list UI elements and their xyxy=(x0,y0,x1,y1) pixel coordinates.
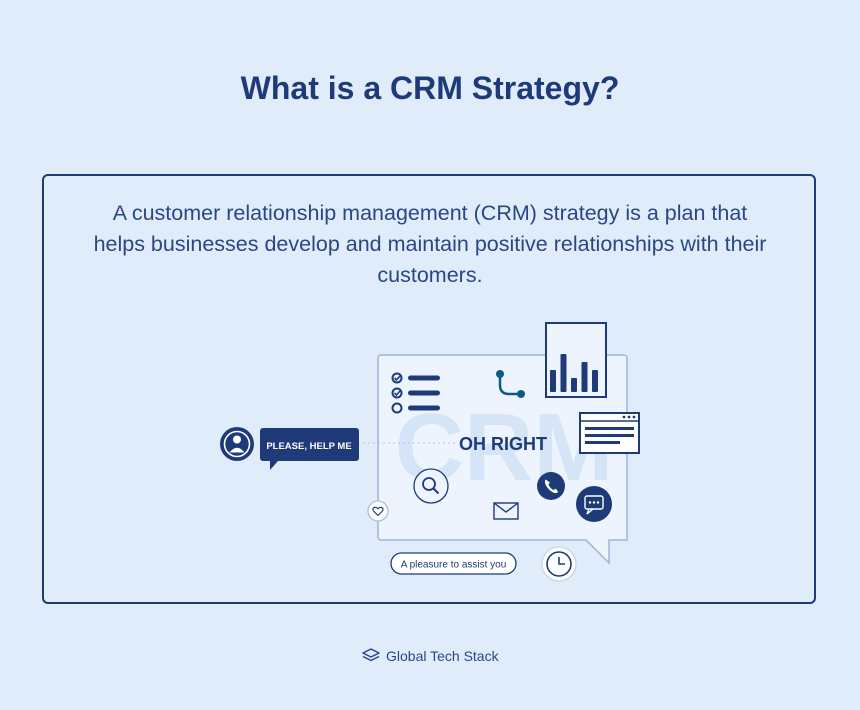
crm-panel xyxy=(377,354,628,565)
connector-icon xyxy=(496,370,525,398)
bar-chart-bar xyxy=(560,354,567,392)
search-icon xyxy=(413,468,449,504)
phone-icon xyxy=(537,472,565,500)
footer-brand: Global Tech Stack xyxy=(362,645,499,667)
info-card xyxy=(42,174,816,604)
card-description: A customer relationship management (CRM)… xyxy=(93,201,767,287)
reply-pill: A pleasure to assist you xyxy=(390,552,517,575)
avatar-icon xyxy=(220,427,254,461)
mail-icon xyxy=(493,502,519,520)
bar-chart-bar xyxy=(550,370,556,392)
heart-icon xyxy=(367,500,389,522)
footer-brand-name: Global Tech Stack xyxy=(386,648,499,664)
chat-bubble-help: PLEASE, HELP ME xyxy=(260,428,359,470)
oh-right-text: OH RIGHT xyxy=(459,434,547,454)
clock-icon xyxy=(541,546,577,582)
bar-chart-bar xyxy=(571,378,577,392)
bar-chart-bar xyxy=(581,362,588,392)
bar-chart-bar xyxy=(592,370,598,392)
checklist-icon xyxy=(391,372,440,414)
message-icon xyxy=(576,486,612,522)
stack-layers-icon xyxy=(362,648,380,662)
browser-window-icon xyxy=(579,412,640,454)
page-title: What is a CRM Strategy? xyxy=(240,70,620,106)
chat-bubble-text: PLEASE, HELP ME xyxy=(266,441,351,452)
reply-pill-text: A pleasure to assist you xyxy=(401,560,507,571)
bar-chart-icon xyxy=(545,322,607,398)
